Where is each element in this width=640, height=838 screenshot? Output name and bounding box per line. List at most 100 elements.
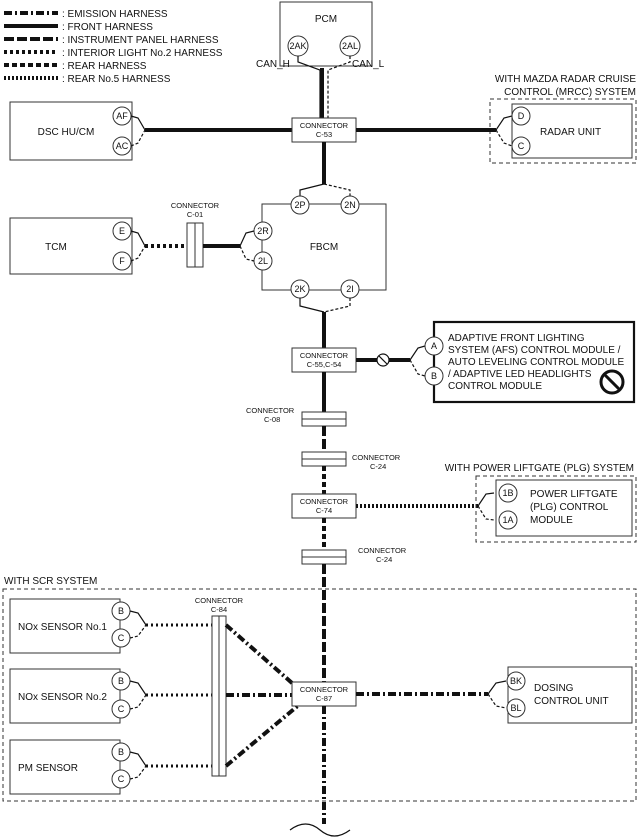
wire-plg-1a xyxy=(477,505,495,521)
scr-group-frame xyxy=(2,588,637,802)
pm-sensor: PM SENSOR B C xyxy=(9,739,131,795)
c24a-label-1: CONNECTOR xyxy=(352,453,401,462)
fbcm-pin-2i-label: 2I xyxy=(346,284,354,294)
wire-c84-nox1-to-c87 xyxy=(224,623,302,692)
afs-name-3: AUTO LEVELING CONTROL MODULE xyxy=(448,357,624,368)
plg-pin-1a-label: 1A xyxy=(502,515,513,525)
plg-name-1: POWER LIFTGATE xyxy=(530,489,618,500)
c87-box xyxy=(291,681,357,707)
wire-nox1-b xyxy=(129,610,147,626)
prohibit-icon-small-slash xyxy=(378,355,388,365)
connector-c55-c54: CONNECTOR C-55,C-54 xyxy=(291,347,357,373)
plg-box xyxy=(495,479,633,537)
plg-pin-1b-label: 1B xyxy=(502,488,513,498)
dosing-pin-bl xyxy=(506,698,526,718)
afs-name-1: ADAPTIVE FRONT LIGHTING xyxy=(448,333,585,344)
wire-dosing-bl xyxy=(487,693,507,709)
dsc-pin-af-label: AF xyxy=(116,111,128,121)
wire-fbcm-2l xyxy=(239,245,255,262)
nox1-pin-c-label: C xyxy=(118,633,125,643)
dosing-pin-bk xyxy=(506,671,526,691)
nox2-box xyxy=(9,668,121,724)
dosing-name-2: CONTROL UNIT xyxy=(534,696,609,707)
wire-nox1-c xyxy=(129,624,147,639)
dsc-box xyxy=(9,101,133,161)
c24a-label-2: C-24 xyxy=(370,462,386,471)
pcm-pin-2ak-label: 2AK xyxy=(289,41,306,51)
dsc-name: DSC HU/CM xyxy=(38,127,95,138)
afs-box xyxy=(432,320,636,404)
radar-pin-c-label: C xyxy=(518,141,525,151)
c74-label-1: CONNECTOR xyxy=(300,497,349,506)
fbcm-pin-2k-label: 2K xyxy=(294,284,305,294)
fbcm-pin-2n xyxy=(340,195,360,215)
fbcm-pin-2p xyxy=(290,195,310,215)
plg-name-3: MODULE xyxy=(530,515,573,526)
dosing-name-1: DOSING xyxy=(534,683,574,694)
pm-box xyxy=(9,739,121,795)
c84-label-1: CONNECTOR xyxy=(195,596,244,605)
radar-group-label-2: CONTROL (MRCC) SYSTEM xyxy=(504,87,636,98)
wire-radar-c xyxy=(495,129,513,147)
wire-fbcm-2i xyxy=(323,298,351,313)
plg-group-label: WITH POWER LIFTGATE (PLG) SYSTEM xyxy=(445,463,634,474)
can-l-label: CAN_L xyxy=(352,59,385,70)
wire-fbcm-2n xyxy=(323,183,351,196)
c55-label-2: C-55,C-54 xyxy=(307,360,342,369)
plg-pin-1a xyxy=(498,510,518,530)
connector-c08: CONNECTOR C-08 xyxy=(246,406,347,427)
dsc-pin-ac-label: AC xyxy=(116,141,129,151)
pcm-module: PCM 2AK 2AL CAN_H CAN_L xyxy=(256,1,385,70)
fbcm-pin-2n-label: 2N xyxy=(344,200,356,210)
tcm-pin-f-label: F xyxy=(119,256,125,266)
wire-pm-c xyxy=(129,765,147,780)
fbcm-pin-2l-label: 2L xyxy=(258,256,268,266)
radar-unit: RADAR UNIT D C xyxy=(511,103,633,159)
fbcm-name: FBCM xyxy=(310,242,338,253)
c55-box xyxy=(291,347,357,373)
prohibit-icon xyxy=(599,369,625,395)
wire-radar-d xyxy=(495,115,513,131)
wire-c84-pm-to-c87 xyxy=(224,702,302,768)
c84-label-2: C-84 xyxy=(211,605,227,614)
legend-label-instrument: : INSTRUMENT PANEL HARNESS xyxy=(62,35,219,46)
radar-group-label-1: WITH MAZDA RADAR CRUISE xyxy=(495,74,636,85)
no-smoking-symbol-small xyxy=(376,353,390,367)
legend-label-emission: : EMISSION HARNESS xyxy=(62,9,168,20)
wire-dsc-af xyxy=(130,115,146,131)
connector-c87: CONNECTOR C-87 xyxy=(291,681,357,707)
nox1-pin-b-label: B xyxy=(118,606,124,616)
c53-label-1: CONNECTOR xyxy=(300,121,349,130)
fbcm-box xyxy=(261,203,387,291)
dosing-control-unit: BK BL DOSING CONTROL UNIT xyxy=(506,666,633,724)
dosing-pin-bk-label: BK xyxy=(510,676,522,686)
radar-pin-c xyxy=(511,136,531,156)
tcm-module: TCM E F xyxy=(9,217,133,275)
tcm-box xyxy=(9,217,133,275)
connector-c24-lower: CONNECTOR C-24 xyxy=(301,546,407,565)
connector-c84: CONNECTOR C-84 xyxy=(195,596,244,777)
afs-pin-b xyxy=(424,366,444,386)
legend-label-interior: : INTERIOR LIGHT No.2 HARNESS xyxy=(62,48,223,59)
afs-pin-b-label: B xyxy=(431,371,437,381)
c74-box xyxy=(291,493,357,519)
wire-pcm-canl xyxy=(327,56,351,118)
pm-pin-c-label: C xyxy=(118,774,125,784)
afs-name-2: SYSTEM (AFS) CONTROL MODULE / xyxy=(448,345,621,356)
nox2-name: NOx SENSOR No.2 xyxy=(18,692,107,703)
pcm-name: PCM xyxy=(315,14,337,25)
radar-pin-d xyxy=(511,106,531,126)
pm-pin-b-label: B xyxy=(118,747,124,757)
dsc-module: DSC HU/CM AF AC xyxy=(9,101,133,161)
afs-pin-a-label: A xyxy=(431,341,437,351)
tcm-pin-e-label: E xyxy=(119,226,125,236)
afs-pin-a xyxy=(424,336,444,356)
radar-pin-d-label: D xyxy=(518,111,525,121)
afs-module: A B ADAPTIVE FRONT LIGHTING SYSTEM (AFS)… xyxy=(424,320,636,404)
harness-legend: : EMISSION HARNESS : FRONT HARNESS : INS… xyxy=(4,9,223,85)
scr-group-label: WITH SCR SYSTEM xyxy=(4,576,97,587)
legend-label-rear5: : REAR No.5 HARNESS xyxy=(62,74,171,85)
wire-tcm-f xyxy=(130,245,146,262)
radar-box xyxy=(511,103,633,159)
wire-break-symbol xyxy=(289,823,351,837)
